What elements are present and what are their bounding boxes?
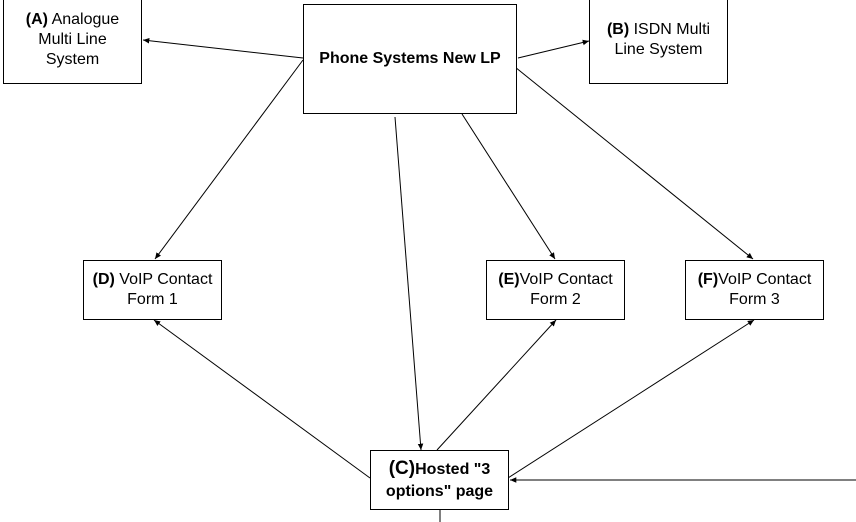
edge-main-to-c [394,116,424,451]
node-e-line1: VoIP Contact [519,271,613,288]
node-a-analogue-system: (A) Analogue Multi Line System [3,0,142,84]
node-f-voip-contact-form-3: (F)VoIP Contact Form 3 [685,260,824,320]
node-d-voip-contact-form-1: (D) VoIP Contact Form 1 [83,260,222,320]
node-b-letter: (B) [606,21,630,38]
edge-main-to-b [517,39,590,59]
node-a-line3: System [45,51,100,68]
node-e-letter: (E) [498,271,520,288]
node-a-line1: Analogue [51,11,120,28]
node-b-label: (B) ISDN Multi Line System [607,20,710,60]
node-main-label: Phone Systems New LP [319,50,501,67]
edge-main-to-a [142,37,304,59]
node-a-label: (A) Analogue Multi Line System [26,10,119,70]
node-phone-systems-new-lp: Phone Systems New LP [303,4,517,114]
edge-main-to-d [154,59,304,260]
node-e-label: (E)VoIP Contact Form 2 [498,270,612,310]
node-b-line2: Line System [614,41,703,58]
node-d-letter: (D) [92,271,115,288]
node-e-line2: Form 2 [530,291,581,308]
node-a-letter: (A) [25,11,49,28]
node-a-line2: Multi Line [38,31,107,48]
node-d-line2: Form 1 [127,291,178,308]
node-c-letter: (C) [388,457,416,479]
node-b-line1: ISDN Multi [633,21,711,38]
edge-main-to-f [514,66,754,260]
node-c-hosted-options-page: (C)Hosted "3 options" page [370,450,509,510]
node-f-line1: VoIP Contact [718,271,812,288]
node-d-line1: VoIP Contact [119,271,213,288]
node-e-voip-contact-form-2: (E)VoIP Contact Form 2 [486,260,625,320]
node-c-line2: options" page [385,482,494,500]
edge-c-to-e [436,319,557,451]
edge-c-to-d [153,319,371,479]
node-d-label: (D) VoIP Contact Form 1 [93,270,213,310]
edge-main-to-e [461,113,556,260]
node-b-isdn-system: (B) ISDN Multi Line System [589,0,728,84]
node-f-line2: Form 3 [729,291,780,308]
node-c-line1: Hosted "3 [415,460,491,478]
node-f-letter: (F) [697,271,719,288]
node-f-label: (F)VoIP Contact Form 3 [698,270,812,310]
node-c-label: (C)Hosted "3 options" page [386,458,493,503]
edge-c-to-f [507,319,755,479]
